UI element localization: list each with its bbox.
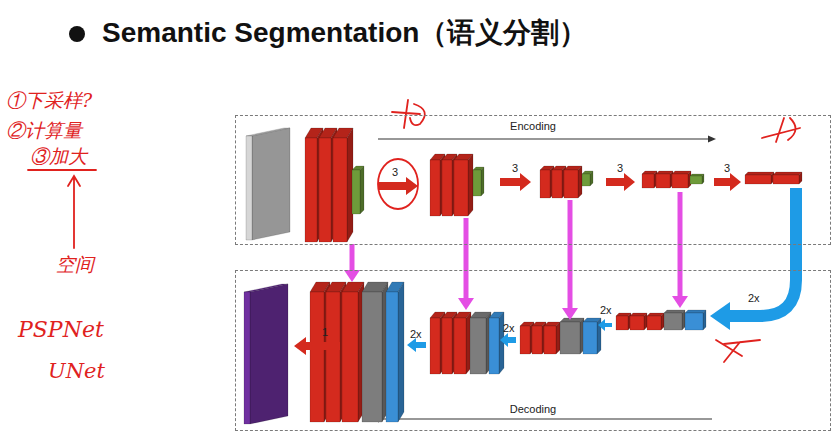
slab-face [310,292,324,422]
step-count: 1 [322,326,328,338]
slab-face [398,282,404,422]
slab-face [342,292,358,422]
slab-face [664,310,685,313]
slab-face [244,292,250,424]
slab-face [773,172,802,175]
slab-face [578,166,582,198]
region-label: Encoding [507,119,559,133]
decoder-region: Decoding [235,270,831,431]
slab-face [352,170,360,214]
slab-face [685,310,706,313]
slab-face [642,174,654,188]
slab-face [333,138,347,242]
handwritten-note: ③加大 [30,146,87,167]
slide-title: Semantic Segmentation（语义分割） [102,14,587,52]
slab-face [544,326,556,354]
slab-face [520,326,530,354]
direction-arrows [371,136,716,423]
upsample-factor: 2x [410,328,422,340]
slab-face [703,310,706,330]
slab-face [685,313,703,330]
feature-maps [244,128,802,424]
title-bullet [69,26,85,42]
slab-face [250,284,288,424]
upsample-factor: 2x [748,292,760,304]
slab-face [442,318,452,374]
slab-face [305,138,317,242]
slab-face [552,170,562,198]
slab-face [564,170,578,198]
slab-face [644,313,647,330]
step-count: 3 [392,166,398,178]
slab-face [664,313,682,330]
handwritten-note: ①下采样? [6,90,92,111]
upsample-arrow [710,188,796,330]
slab-face [454,318,466,374]
slab-face [470,318,486,374]
handwritten-note: ②计算量 [6,120,82,141]
slab-face [682,310,685,330]
encoder-region: Encoding [235,115,831,245]
slab-face [246,136,252,240]
slab-face [454,160,468,216]
slab-face [630,316,644,330]
slab-face [556,322,560,354]
handwritten-note: 空间 [56,254,94,275]
slab-face [430,318,440,374]
slab-face [252,128,290,240]
conv-arrows [294,173,741,355]
upsample-factor: 2x [600,304,612,316]
handwritten-note: PSPNet [18,318,104,342]
step-count: 3 [512,162,518,174]
slab-face [473,170,481,196]
slab-face [430,160,440,216]
upsample-factor: 2x [503,322,515,334]
slab-face [386,292,398,422]
slab-face [489,318,499,374]
step-count: 3 [617,162,623,174]
slab-face [661,313,664,330]
skip-connections [344,192,688,320]
slab-face [532,326,542,354]
slab-face [540,170,550,198]
slab-face [799,172,802,184]
slab-face [616,316,628,330]
slab-face [481,167,484,196]
handwritten-marks [28,100,800,362]
slab-face [360,166,364,214]
handwritten-note: UNet [48,360,105,383]
slab-face [590,171,593,186]
slab-face [647,316,661,330]
slab-face [582,174,590,186]
slab-face [745,175,771,184]
slab-face [362,292,382,422]
slab-face [773,175,799,184]
slab-face [442,160,452,216]
slab-face [499,312,504,374]
slab-face [326,292,340,422]
step-count: 3 [724,162,730,174]
slab-face [583,322,597,354]
up-arrows [407,319,612,352]
slab-face [690,176,702,184]
slab-face [319,138,331,242]
slab-face [672,174,688,188]
slab-face [560,322,580,354]
slab-face [656,174,670,188]
region-label: Decoding [507,402,559,416]
slab-face [745,172,774,175]
slab-face [468,154,473,216]
